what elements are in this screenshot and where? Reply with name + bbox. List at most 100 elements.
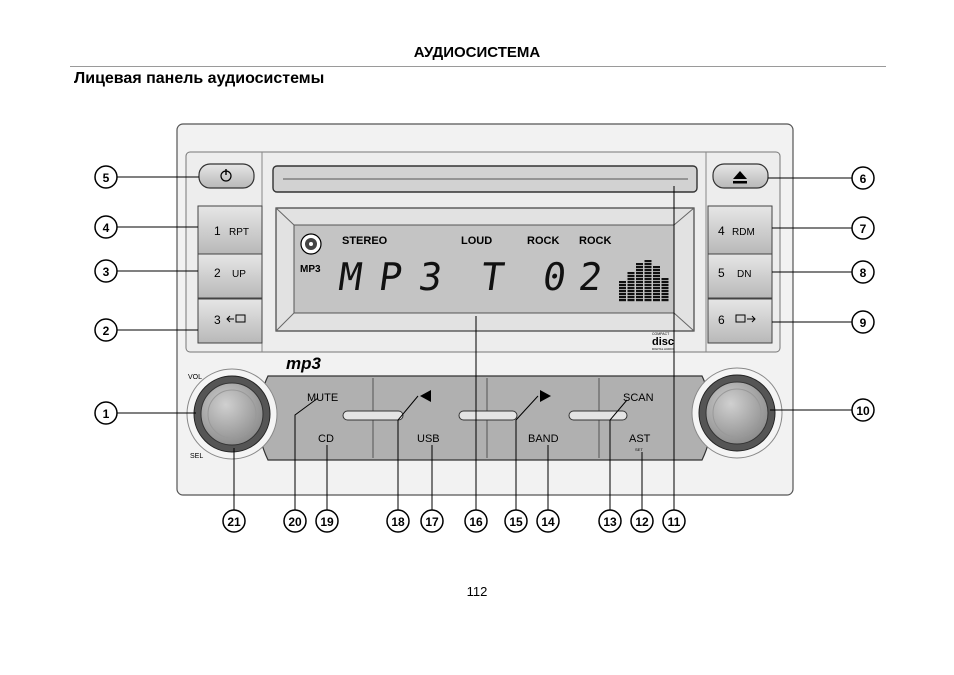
eq-bar-2-seg [627,296,635,299]
eq-bar-1-seg [619,281,626,284]
eq-bar-1-seg [619,299,626,302]
preset-3-num: 3 [214,313,221,327]
callout-19: 19 [320,515,334,529]
eq-bar-4-seg [644,272,652,275]
eq-bar-5-seg [653,272,660,275]
preset-button-6[interactable] [707,298,773,344]
indicator-loud: LOUD [461,235,492,247]
eject-icon [733,171,747,179]
preset-2-num: 2 [214,266,221,280]
band-button[interactable]: BAND [528,433,559,445]
eq-bar-4-seg [644,299,652,302]
preset-1-label: RPT [229,227,249,238]
eq-bar-1-seg [619,296,626,299]
callout-16: 16 [469,515,483,529]
eq-bar-4-seg [644,296,652,299]
eq-bar-1-seg [619,290,626,293]
seek-back-icon[interactable] [420,390,431,402]
eq-bar-3-seg [636,275,643,278]
eq-bar-4-seg [644,278,652,281]
eq-bar-2-seg [627,287,635,290]
callout-15: 15 [509,515,523,529]
svg-text:COMPACT: COMPACT [652,332,670,336]
preset-6-num: 6 [718,313,725,327]
preset-button-3[interactable] [197,298,263,344]
preset-5-label: DN [737,269,751,280]
volume-knob[interactable] [186,368,278,460]
eq-bar-5-seg [653,299,660,302]
eq-bar-6-seg [661,284,669,287]
eq-bar-2-seg [627,272,635,275]
callout-9: 9 [860,316,867,330]
callout-7: 7 [860,222,867,236]
callouts-left: 5 4 3 2 1 [94,165,118,425]
scan-button[interactable]: SCAN [623,392,654,404]
eq-bar-5-seg [653,278,660,281]
callout-20: 20 [288,515,302,529]
eq-bar-3-seg [636,281,643,284]
eq-bar-5-seg [653,284,660,287]
preset-button-5[interactable] [707,253,773,299]
eq-bar-4-seg [644,263,652,266]
eq-bar-4-seg [644,290,652,293]
eq-bar-2-seg [627,290,635,293]
preset-button-2[interactable] [197,253,263,299]
eq-bar-6-seg [661,293,669,296]
callout-4: 4 [103,221,110,235]
eq-bar-6-seg [661,290,669,293]
eq-bar-6-seg [661,278,669,281]
preset-2-label: UP [232,269,246,280]
preset-4-num: 4 [718,224,725,238]
eq-bar-4-seg [644,266,652,269]
callout-1: 1 [103,407,110,421]
eq-bar-1-seg [619,293,626,296]
callout-11: 11 [668,515,681,529]
eq-bar-2-seg [627,275,635,278]
slot-button-center[interactable] [458,410,518,421]
eq-bar-5-seg [653,287,660,290]
display-mp3-label: MP3 [300,264,321,275]
callout-6: 6 [860,172,867,186]
svg-text:DIGITAL AUDIO: DIGITAL AUDIO [652,347,674,351]
eq-bar-3-seg [636,296,643,299]
eq-bar-3-seg [636,266,643,269]
section-title: АУДИОСИСТЕМА [413,44,541,61]
indicator-rock-2: ROCK [579,235,611,247]
disc-icon [300,233,322,255]
mute-button[interactable]: MUTE [307,392,338,404]
callout-14: 14 [541,515,555,529]
eq-bar-3-seg [636,293,643,296]
callout-21: 21 [227,515,241,529]
equalizer-bars [619,260,669,302]
tuning-knob[interactable] [691,367,783,459]
callout-lines [116,176,852,510]
sel-label: SEL [190,453,203,460]
eq-bar-2-seg [627,293,635,296]
callout-17: 17 [425,515,439,529]
vol-label: VOL [188,374,202,381]
indicator-rock-1: ROCK [527,235,559,247]
eq-bar-6-seg [661,296,669,299]
eq-bar-2-seg [627,284,635,287]
eq-bar-5-seg [653,275,660,278]
slot-button-right[interactable] [568,410,628,421]
page-number: 112 [466,584,488,599]
usb-button[interactable]: USB [417,433,440,445]
slot-button-left[interactable] [342,410,404,421]
preset-buttons-left: 1 RPT 2 UP 3 [197,205,263,344]
power-button[interactable] [198,163,255,189]
folder-back-icon [226,314,246,323]
preset-button-4[interactable] [707,205,773,255]
eq-bar-5-seg [653,281,660,284]
eq-bar-4-seg [644,269,652,272]
ast-set-label: SET [635,447,643,452]
callout-12: 12 [635,515,649,529]
callout-18: 18 [391,515,405,529]
ast-button[interactable]: AST [629,433,651,445]
seek-forward-icon[interactable] [540,390,551,402]
callout-2: 2 [103,324,110,338]
cd-button[interactable]: CD [318,433,334,445]
eq-bar-5-seg [653,290,660,293]
eq-bar-3-seg [636,272,643,275]
